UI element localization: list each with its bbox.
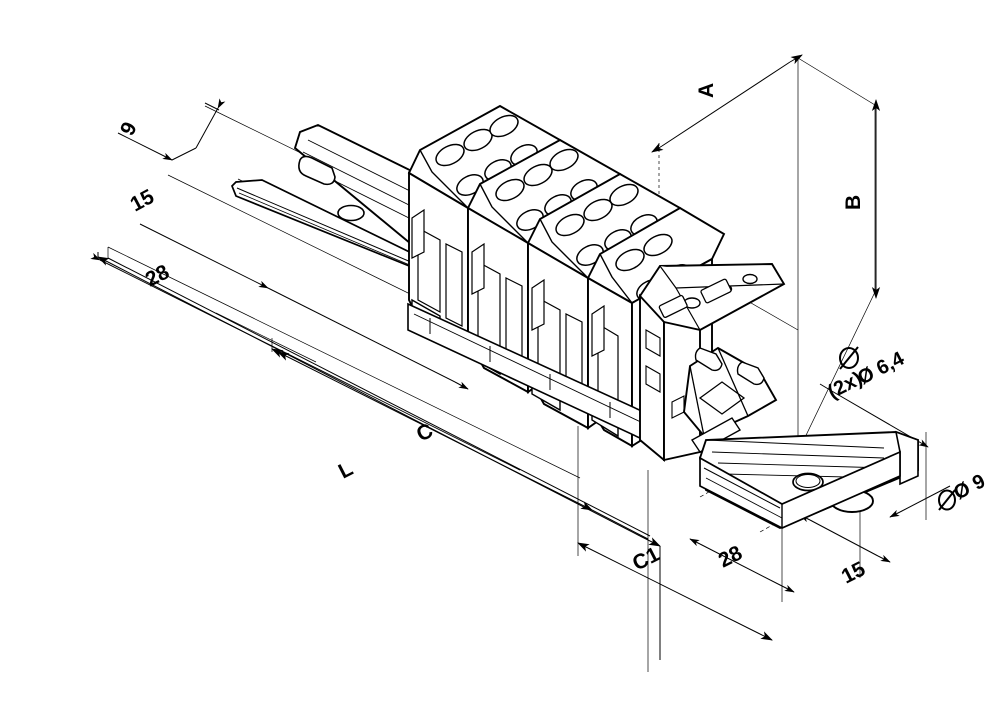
dim-line-15 [139, 223, 269, 289]
diameter-symbol-9 [938, 489, 956, 511]
dim-line-9-top [117, 132, 173, 161]
label-b: B [842, 195, 865, 210]
din-rail-right [699, 430, 919, 530]
label-a: A [695, 83, 718, 98]
dim-line-c1 [587, 547, 761, 635]
dimension-lines [90, 54, 951, 660]
dim-line-a [661, 61, 791, 147]
dim-line-l [107, 261, 641, 537]
dim-line-15-bottom [809, 519, 879, 557]
diameter-symbols [839, 346, 956, 511]
dim-line-dia9 [899, 485, 951, 513]
dim-line-28-bottom [699, 543, 783, 587]
diameter-symbol-64 [839, 347, 859, 369]
end-stop-bracket [638, 263, 786, 463]
dim-line-dia64 [829, 389, 917, 441]
terminal-block-row [407, 104, 726, 454]
